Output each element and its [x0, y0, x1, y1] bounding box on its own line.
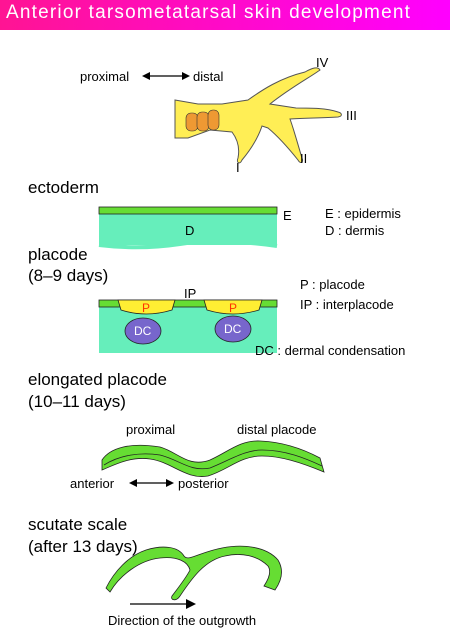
scutate-scale-1: [105, 545, 282, 601]
placode-mark-left: P: [142, 301, 151, 315]
placode-right: [203, 299, 263, 315]
foot-proximal-label: proximal: [80, 69, 130, 84]
foot-distal-label: distal: [193, 69, 224, 84]
elongated-heading: elongated placode: [28, 370, 167, 389]
elongated-days: (10–11 days): [28, 392, 126, 411]
dc-mark-left: DC: [134, 324, 152, 338]
dermis-layer: [99, 213, 277, 245]
page-title: Anterior tarsometatarsal skin developmen…: [6, 2, 412, 23]
placode-heading: placode: [28, 245, 88, 264]
scutate-days: (after 13 days): [28, 537, 138, 556]
legend-interplacode: IP : interplacode: [300, 297, 394, 312]
elongated-distal-label: distal placode: [237, 422, 317, 437]
legend-epidermis: E : epidermis: [325, 206, 401, 221]
dermis-mark: D: [185, 223, 195, 238]
elongated-proximal-label: proximal: [126, 422, 176, 437]
legend-placode: P : placode: [300, 277, 365, 292]
digit-I-label: I: [236, 160, 240, 175]
digit-II-label: II: [300, 151, 308, 166]
scale-nodule-1: [185, 112, 199, 132]
anterior-label: anterior: [70, 476, 115, 491]
placode-epidermis: [98, 299, 278, 308]
elongated-section: [101, 440, 325, 477]
digit-IV-label: IV: [316, 55, 329, 70]
placode-mark-right: P: [229, 301, 238, 315]
ectoderm-section: [98, 206, 278, 250]
title-banner: Anterior tarsometatarsal skin developmen…: [0, 0, 450, 30]
elongated-skin: [101, 440, 325, 477]
proximal-distal-arrow: [142, 72, 190, 80]
dc-mark-right: DC: [224, 322, 242, 336]
digit-III-label: III: [346, 108, 357, 123]
foot-shape: [174, 67, 342, 164]
scale-nodule-2: [196, 111, 210, 132]
foot-illustration: [174, 67, 342, 164]
epidermis-layer: [98, 206, 278, 215]
dermal-condensation-left: [124, 317, 162, 345]
legend-dermis: D : dermis: [325, 223, 385, 238]
anterior-posterior-arrow: [129, 479, 174, 487]
scale-nodule-3: [207, 109, 220, 131]
legend-dermal-condensation: DC : dermal condensation: [255, 343, 406, 358]
outgrowth-direction-label: Direction of the outgrowth: [108, 613, 257, 628]
dermal-condensation-right: [214, 315, 252, 343]
posterior-label: posterior: [178, 476, 229, 491]
epidermis-mark: E: [283, 208, 292, 223]
placode-section: [98, 299, 278, 353]
scutate-section: [105, 545, 282, 601]
placode-left: [117, 299, 176, 315]
placode-days: (8–9 days): [28, 266, 109, 285]
ectoderm-heading: ectoderm: [28, 178, 99, 197]
outgrowth-arrow: [130, 599, 196, 609]
scutate-heading: scutate scale: [28, 515, 128, 534]
interplacode-mark: IP: [184, 286, 197, 301]
